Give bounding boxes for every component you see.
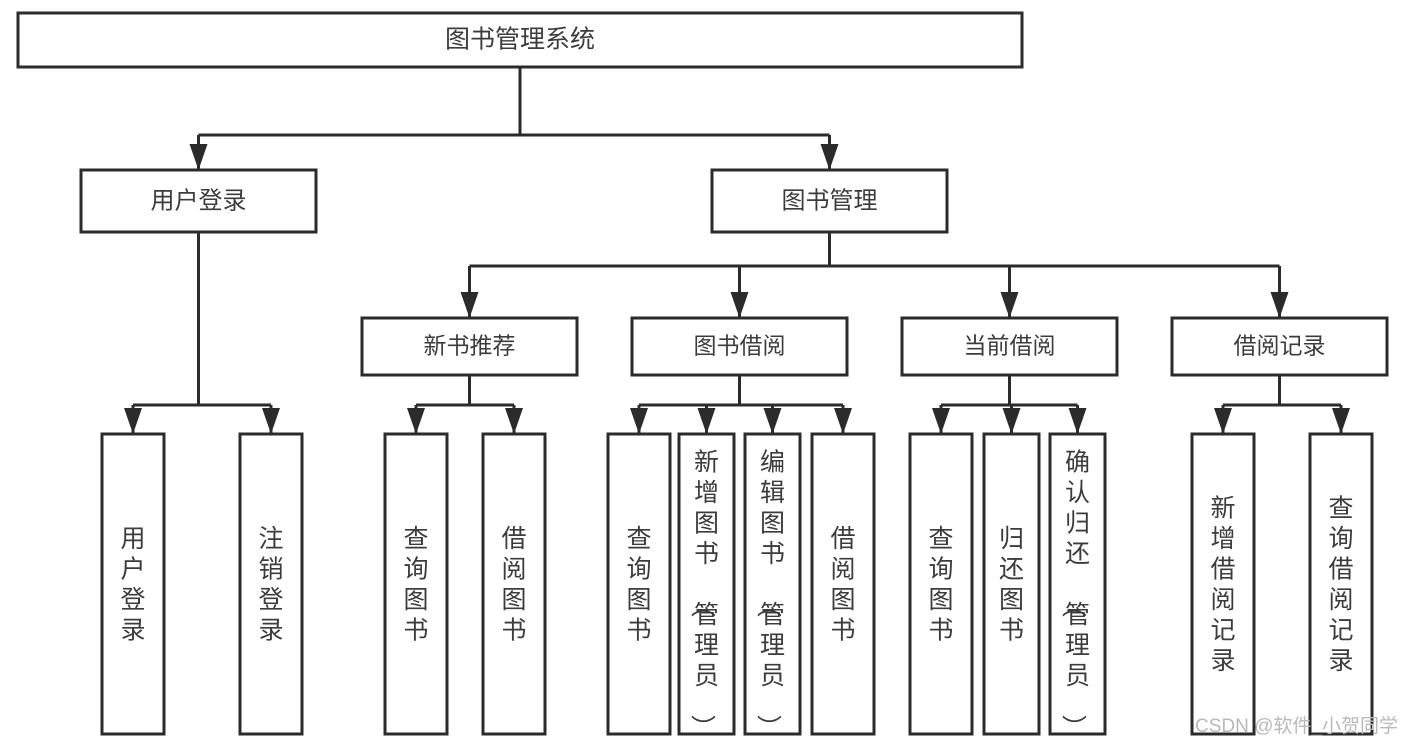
- arrow-head-icon-leaf-add-record: [1214, 408, 1232, 434]
- node-leaf-borrow-book-1[interactable]: 借阅图书: [481, 432, 547, 736]
- node-book-borrow[interactable]: 图书借阅: [630, 316, 849, 377]
- arrow-head-icon-current-borrow: [1000, 292, 1019, 318]
- node-box-leaf-query-book-3: [908, 432, 974, 736]
- node-box-user-login: [79, 168, 318, 234]
- node-label-current-borrow: 当前借阅: [964, 333, 1056, 359]
- node-book-manage[interactable]: 图书管理: [710, 168, 949, 234]
- arrow-head-icon-book-manage: [820, 144, 839, 170]
- node-label-leaf-return-book: 归还图书: [999, 525, 1024, 645]
- node-leaf-query-book-3[interactable]: 查询图书: [908, 432, 974, 736]
- node-user-login[interactable]: 用户登录: [79, 168, 318, 234]
- node-box-leaf-borrow-book-1: [481, 432, 547, 736]
- node-label-root: 图书管理系统: [445, 26, 595, 54]
- arrow-head-icon-new-book-recommend: [460, 292, 479, 318]
- node-label-leaf-edit-book: 编辑图书（管理员）: [754, 449, 785, 740]
- arrow-head-icon-leaf-add-book: [697, 408, 716, 434]
- node-leaf-edit-book[interactable]: 编辑图书（管理员）: [743, 432, 802, 740]
- arrow-head-icon-leaf-borrow-book-1: [505, 408, 523, 434]
- arrow-head-icon-leaf-return-book: [1002, 408, 1021, 434]
- arrow-head-icon-leaf-user-login: [124, 408, 142, 434]
- node-current-borrow[interactable]: 当前借阅: [900, 316, 1119, 377]
- node-leaf-query-book-1[interactable]: 查询图书: [383, 432, 449, 736]
- node-box-leaf-user-login: [100, 432, 166, 736]
- node-box-leaf-query-book-2: [606, 432, 672, 736]
- node-label-leaf-logout: 注销登录: [258, 525, 283, 645]
- node-box-leaf-query-book-1: [383, 432, 449, 736]
- node-label-leaf-confirm-return: 确认归还（管理员）: [1059, 449, 1090, 740]
- arrow-head-icon-leaf-query-book-2: [630, 408, 648, 434]
- node-layer: 图书管理系统用户登录图书管理新书推荐图书借阅当前借阅借阅记录用户登录注销登录查询…: [16, 11, 1389, 740]
- arrow-head-icon-leaf-query-book-3: [932, 408, 950, 434]
- node-box-current-borrow: [900, 316, 1119, 377]
- node-box-book-manage: [710, 168, 949, 234]
- node-label-leaf-query-book-3: 查询图书: [928, 525, 953, 645]
- node-box-borrow-record: [1170, 316, 1389, 377]
- node-label-leaf-borrow-book-2: 借阅图书: [830, 525, 855, 645]
- node-new-book-recommend[interactable]: 新书推荐: [360, 316, 579, 377]
- node-leaf-confirm-return[interactable]: 确认归还（管理员）: [1048, 432, 1107, 740]
- arrow-head-icon-borrow-record: [1270, 292, 1289, 318]
- node-label-book-borrow: 图书借阅: [694, 333, 786, 359]
- node-leaf-query-book-2[interactable]: 查询图书: [606, 432, 672, 736]
- node-label-new-book-recommend: 新书推荐: [424, 333, 516, 359]
- node-box-leaf-edit-book: [743, 432, 802, 736]
- node-label-user-login: 用户登录: [151, 187, 247, 214]
- node-box-new-book-recommend: [360, 316, 579, 377]
- node-leaf-user-login[interactable]: 用户登录: [100, 432, 166, 736]
- node-leaf-return-book[interactable]: 归还图书: [982, 432, 1041, 736]
- arrow-head-icon-leaf-logout: [262, 408, 280, 434]
- node-box-leaf-borrow-book-2: [810, 432, 876, 736]
- node-box-root: [16, 11, 1024, 69]
- arrow-head-icon-leaf-borrow-book-2: [834, 408, 852, 434]
- node-label-leaf-query-book-2: 查询图书: [626, 525, 651, 645]
- node-root[interactable]: 图书管理系统: [16, 11, 1024, 69]
- arrow-head-icon-leaf-confirm-return: [1068, 408, 1087, 434]
- node-leaf-borrow-book-2[interactable]: 借阅图书: [810, 432, 876, 736]
- node-label-book-manage: 图书管理: [782, 187, 878, 214]
- node-box-leaf-add-record: [1190, 432, 1256, 736]
- node-label-leaf-add-record: 新增借阅记录: [1210, 494, 1235, 675]
- node-box-leaf-return-book: [982, 432, 1041, 736]
- node-label-leaf-query-book-1: 查询图书: [403, 525, 428, 645]
- node-box-leaf-add-book: [677, 432, 736, 736]
- node-leaf-logout[interactable]: 注销登录: [238, 432, 304, 736]
- node-label-leaf-query-record: 查询借阅记录: [1328, 494, 1353, 675]
- node-leaf-add-record[interactable]: 新增借阅记录: [1190, 432, 1256, 736]
- connector-layer: [124, 67, 1350, 434]
- node-leaf-query-record[interactable]: 查询借阅记录: [1308, 432, 1374, 736]
- node-box-leaf-logout: [238, 432, 304, 736]
- node-label-leaf-borrow-book-1: 借阅图书: [501, 525, 526, 645]
- node-box-book-borrow: [630, 316, 849, 377]
- arrow-head-icon-leaf-query-record: [1332, 408, 1350, 434]
- node-label-leaf-user-login: 用户登录: [120, 525, 145, 645]
- arrow-head-icon-user-login: [189, 144, 208, 170]
- node-borrow-record[interactable]: 借阅记录: [1170, 316, 1389, 377]
- node-label-borrow-record: 借阅记录: [1234, 333, 1326, 359]
- node-box-leaf-query-record: [1308, 432, 1374, 736]
- arrow-head-icon-book-borrow: [730, 292, 749, 318]
- node-label-leaf-add-book: 新增图书（管理员）: [688, 449, 719, 740]
- arrow-head-icon-leaf-edit-book: [763, 408, 782, 434]
- node-box-leaf-confirm-return: [1048, 432, 1107, 736]
- node-leaf-add-book[interactable]: 新增图书（管理员）: [677, 432, 736, 740]
- arrow-head-icon-leaf-query-book-1: [407, 408, 425, 434]
- csdn-watermark: CSDN @软件_小贺同学: [1195, 715, 1398, 737]
